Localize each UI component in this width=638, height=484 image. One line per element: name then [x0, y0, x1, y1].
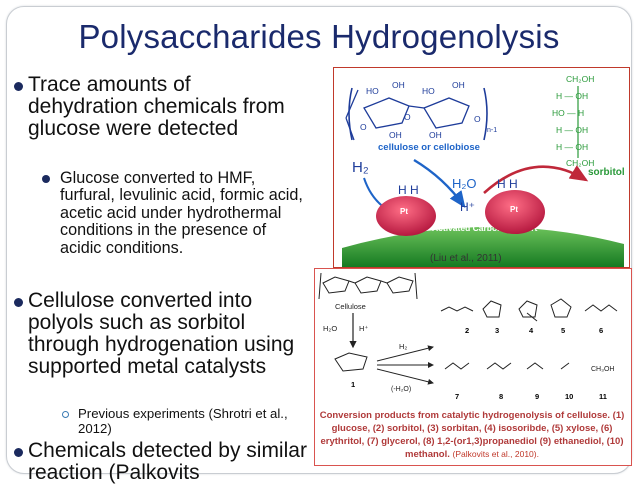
support-label: Activated Carbon Support — [432, 223, 537, 233]
cellobiose-structure — [346, 88, 604, 267]
svg-text:OH: OH — [452, 80, 465, 90]
svg-text:O: O — [474, 114, 481, 124]
svg-text:H⁺: H⁺ — [359, 324, 368, 333]
caption-text: Conversion products from catalytic hydro… — [319, 410, 625, 460]
sub-sub-bullet-text: Previous experiments (Shrotri et al., 20… — [78, 406, 288, 436]
cellulose-label: cellulose or cellobiose — [378, 142, 480, 153]
figure2-caption: Conversion products from catalytic hydro… — [314, 409, 630, 461]
svg-text:H — OH: H — OH — [556, 125, 588, 135]
svg-text:HO — H: HO — H — [552, 108, 584, 118]
sub-bullet-text: Glucose converted to HMF, furfural, levu… — [60, 169, 303, 257]
svg-text:6: 6 — [599, 326, 603, 335]
svg-text:H — OH: H — OH — [556, 142, 588, 152]
bullet-dot — [14, 448, 23, 457]
svg-text:2: 2 — [465, 326, 469, 335]
svg-text:Pt: Pt — [510, 205, 518, 214]
slide-title: Polysaccharides Hydrogenolysis — [78, 18, 560, 55]
svg-text:4: 4 — [529, 326, 534, 335]
h2o-label: H₂O — [452, 176, 477, 191]
compound-number: 1 — [351, 380, 355, 389]
hh-left: H H — [398, 183, 419, 197]
sub-bullet-dot — [42, 175, 50, 183]
svg-text:CH₂OH: CH₂OH — [566, 158, 594, 168]
pt-particle-left — [376, 196, 436, 236]
svg-text:CH₃OH: CH₃OH — [591, 366, 614, 373]
n-label: n-1 — [487, 127, 497, 134]
bullet-dot — [14, 82, 23, 91]
sorbitol-label: sorbitol — [588, 167, 625, 178]
svg-text:HO: HO — [366, 86, 379, 96]
carbon-support — [342, 226, 624, 267]
hh-right: H H — [497, 177, 518, 191]
sub-sub-bullet-ring — [62, 411, 69, 418]
bullet-text: Cellulose converted into polyols such as… — [28, 289, 295, 378]
svg-text:HO: HO — [422, 86, 435, 96]
svg-text:5: 5 — [561, 326, 565, 335]
sorbitol-structure: CH₂OH H — OH HO — H H — OH H — OH CH₂OH — [552, 74, 594, 168]
svg-text:Pt: Pt — [400, 207, 408, 216]
svg-text:O: O — [404, 112, 411, 122]
svg-text:H — OH: H — OH — [556, 91, 588, 101]
svg-text:9: 9 — [535, 392, 539, 401]
caption-reference: (Palkovits et al., 2010). — [452, 449, 539, 459]
svg-text:11: 11 — [599, 392, 607, 401]
svg-text:OH: OH — [429, 130, 442, 140]
h2-label: H₂ — [352, 159, 369, 176]
svg-text:7: 7 — [455, 392, 459, 401]
pt-particle-right — [485, 190, 545, 234]
svg-text:8: 8 — [499, 392, 503, 401]
svg-text:H₂: H₂ — [399, 342, 407, 351]
figure-conversion-products: Cellulose H₂O H⁺ 1 H₂ (-H₂O) 2 3 4 5 6 — [314, 268, 632, 466]
svg-text:3: 3 — [495, 326, 499, 335]
bullet-text: Trace amounts of dehydration chemicals f… — [28, 73, 285, 140]
figure1-reference: (Liu et al., 2011) — [430, 253, 502, 264]
conversion-scheme: Cellulose H₂O H⁺ 1 H₂ (-H₂O) 2 3 4 5 6 — [318, 272, 618, 401]
svg-text:O: O — [360, 122, 367, 132]
svg-text:H₂O: H₂O — [323, 324, 337, 333]
svg-text:OH: OH — [392, 80, 405, 90]
svg-text:OH: OH — [389, 130, 402, 140]
cellulose-label: Cellulose — [335, 302, 366, 311]
h-plus: H⁺ — [460, 200, 475, 214]
svg-text:10: 10 — [565, 392, 573, 401]
bullet-dot — [14, 298, 23, 307]
svg-text:CH₂OH: CH₂OH — [566, 74, 594, 84]
svg-text:(-H₂O): (-H₂O) — [391, 386, 411, 393]
